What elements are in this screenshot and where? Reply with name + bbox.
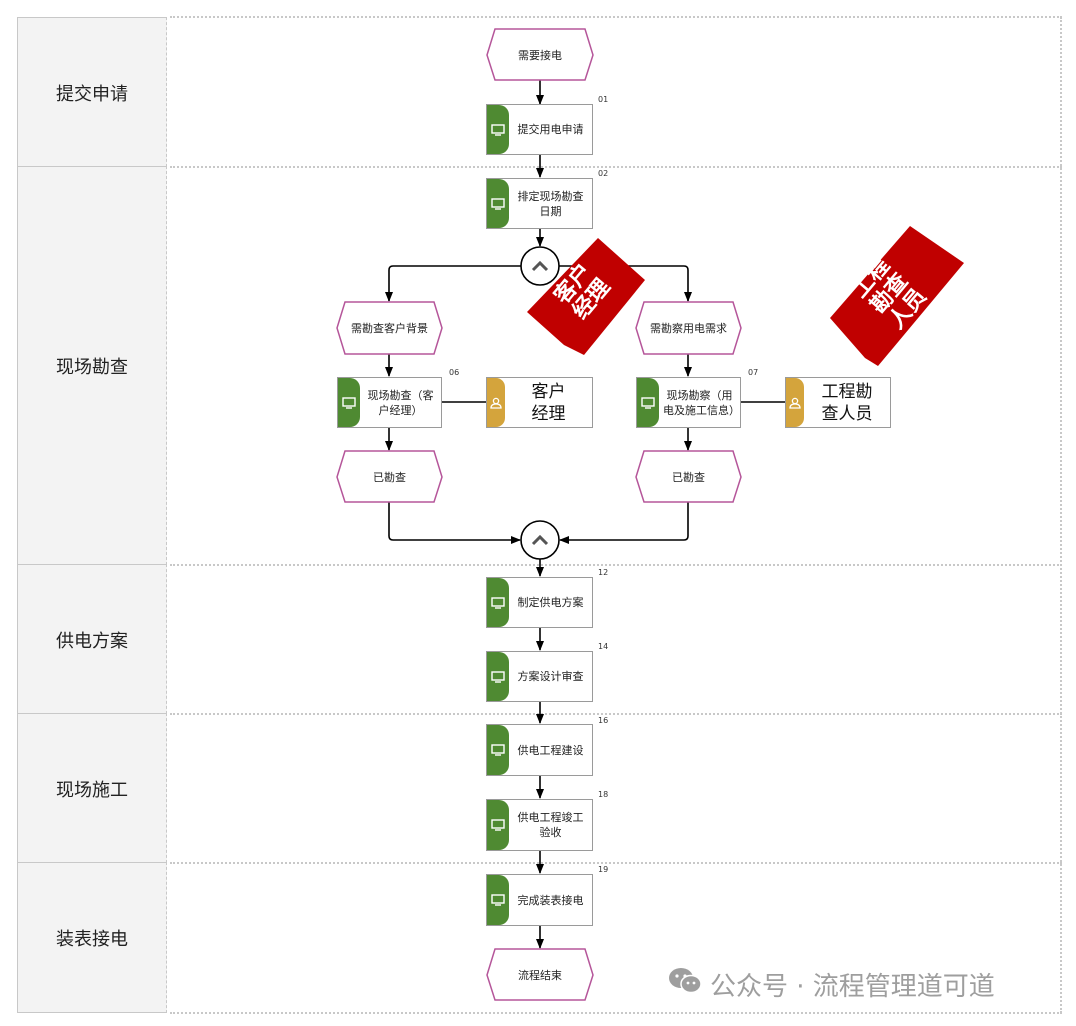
function-plan-design-review[interactable]: 方案设计审查 [486,651,593,702]
function-supply-construction[interactable]: 供电工程建设 [486,724,593,776]
connector [385,265,521,302]
lane-header-survey: 现场勘查 [17,166,167,565]
event-need-power-demand-shape [635,301,742,355]
tag-survey-staff-shape [830,226,964,366]
function-label: 方案设计审查 [517,670,584,683]
function-number: 12 [598,568,609,577]
lane-label: 供电方案 [56,630,128,652]
lane-divider [170,166,1062,168]
lane-divider [170,862,1062,864]
function-site-survey-customer-manager[interactable]: 现场勘查（客户经理） [337,377,442,428]
function-number: 06 [449,368,460,377]
function-number: 07 [748,368,759,377]
function-number: 02 [598,169,609,178]
event-surveyed-left-shape [336,450,443,503]
person-icon [786,378,804,427]
function-number: 01 [598,95,609,104]
function-label: 供电工程竣工验收 [517,811,584,839]
event-need-customer-bg-shape [336,301,443,355]
and-gateway-split-icon [520,246,560,286]
lane-divider [170,1012,1062,1014]
function-submit-application[interactable]: 提交用电申请 [486,104,593,155]
function-label: 供电工程建设 [517,743,584,757]
function-label: 提交用电申请 [517,123,584,136]
connector [559,265,692,302]
monitor-icon [487,875,509,925]
lane-divider [170,564,1062,566]
connector [388,502,521,544]
function-number: 16 [598,716,609,725]
wechat-icon [668,967,702,1002]
function-make-supply-plan[interactable]: 制定供电方案 [486,577,593,628]
function-complete-metering[interactable]: 完成装表接电 [486,874,593,926]
function-label: 现场勘查（客户经理） [367,388,434,417]
lane-label: 现场勘查 [56,357,128,378]
role-label: 工程勘查人员 [821,381,873,424]
monitor-icon [637,378,659,427]
function-site-survey-power-info[interactable]: 现场勘察（用电及施工信息） [636,377,741,428]
lane-header-metering: 装表接电 [17,862,167,1013]
watermark: 公众号 · 流程管理道可道 [668,966,995,1003]
role-label: 客户经理 [531,381,566,424]
monitor-icon [487,578,509,627]
function-schedule-survey[interactable]: 排定现场勘查日期 [486,178,593,229]
lane-divider [170,16,1062,18]
role-customer-manager[interactable]: 客户经理 [486,377,593,428]
monitor-icon [487,652,509,701]
event-surveyed-right-shape [635,450,742,503]
function-label: 排定现场勘查日期 [517,189,584,218]
function-label: 现场勘察（用电及施工信息） [663,388,740,417]
event-end-shape [486,948,594,1001]
connector [559,502,689,544]
watermark-text: 公众号 · 流程管理道可道 [710,972,995,1002]
monitor-icon [487,725,509,775]
event-start[interactable]: 需要接电 [518,48,562,62]
monitor-icon [487,179,509,228]
lane-header-submit: 提交申请 [17,17,167,167]
monitor-icon [487,800,509,850]
lane-border-right [1060,17,1062,1013]
lane-label: 现场施工 [56,779,128,801]
event-need-power-demand[interactable]: 需勘察用电需求 [650,322,727,335]
event-need-customer-bg[interactable]: 需勘查客户背景 [351,322,428,335]
monitor-icon [338,378,360,427]
function-number: 18 [598,790,609,799]
lane-label: 装表接电 [56,928,128,950]
event-start-shape [486,28,594,81]
function-label: 完成装表接电 [517,893,584,907]
role-survey-staff[interactable]: 工程勘查人员 [785,377,891,428]
lane-label: 提交申请 [56,83,128,105]
event-end[interactable]: 流程结束 [518,968,562,982]
function-number: 14 [598,642,609,651]
person-icon [487,378,505,427]
function-number: 19 [598,865,609,874]
lane-header-construction: 现场施工 [17,713,167,863]
event-surveyed-left[interactable]: 已勘查 [373,470,406,484]
lane-divider [170,713,1062,715]
lane-header-plan: 供电方案 [17,564,167,714]
function-completion-acceptance[interactable]: 供电工程竣工验收 [486,799,593,851]
and-gateway-join-icon [520,520,560,560]
monitor-icon [487,105,509,154]
tag-customer-manager-shape [527,238,645,355]
function-label: 制定供电方案 [517,596,584,609]
event-surveyed-right[interactable]: 已勘查 [672,470,705,484]
